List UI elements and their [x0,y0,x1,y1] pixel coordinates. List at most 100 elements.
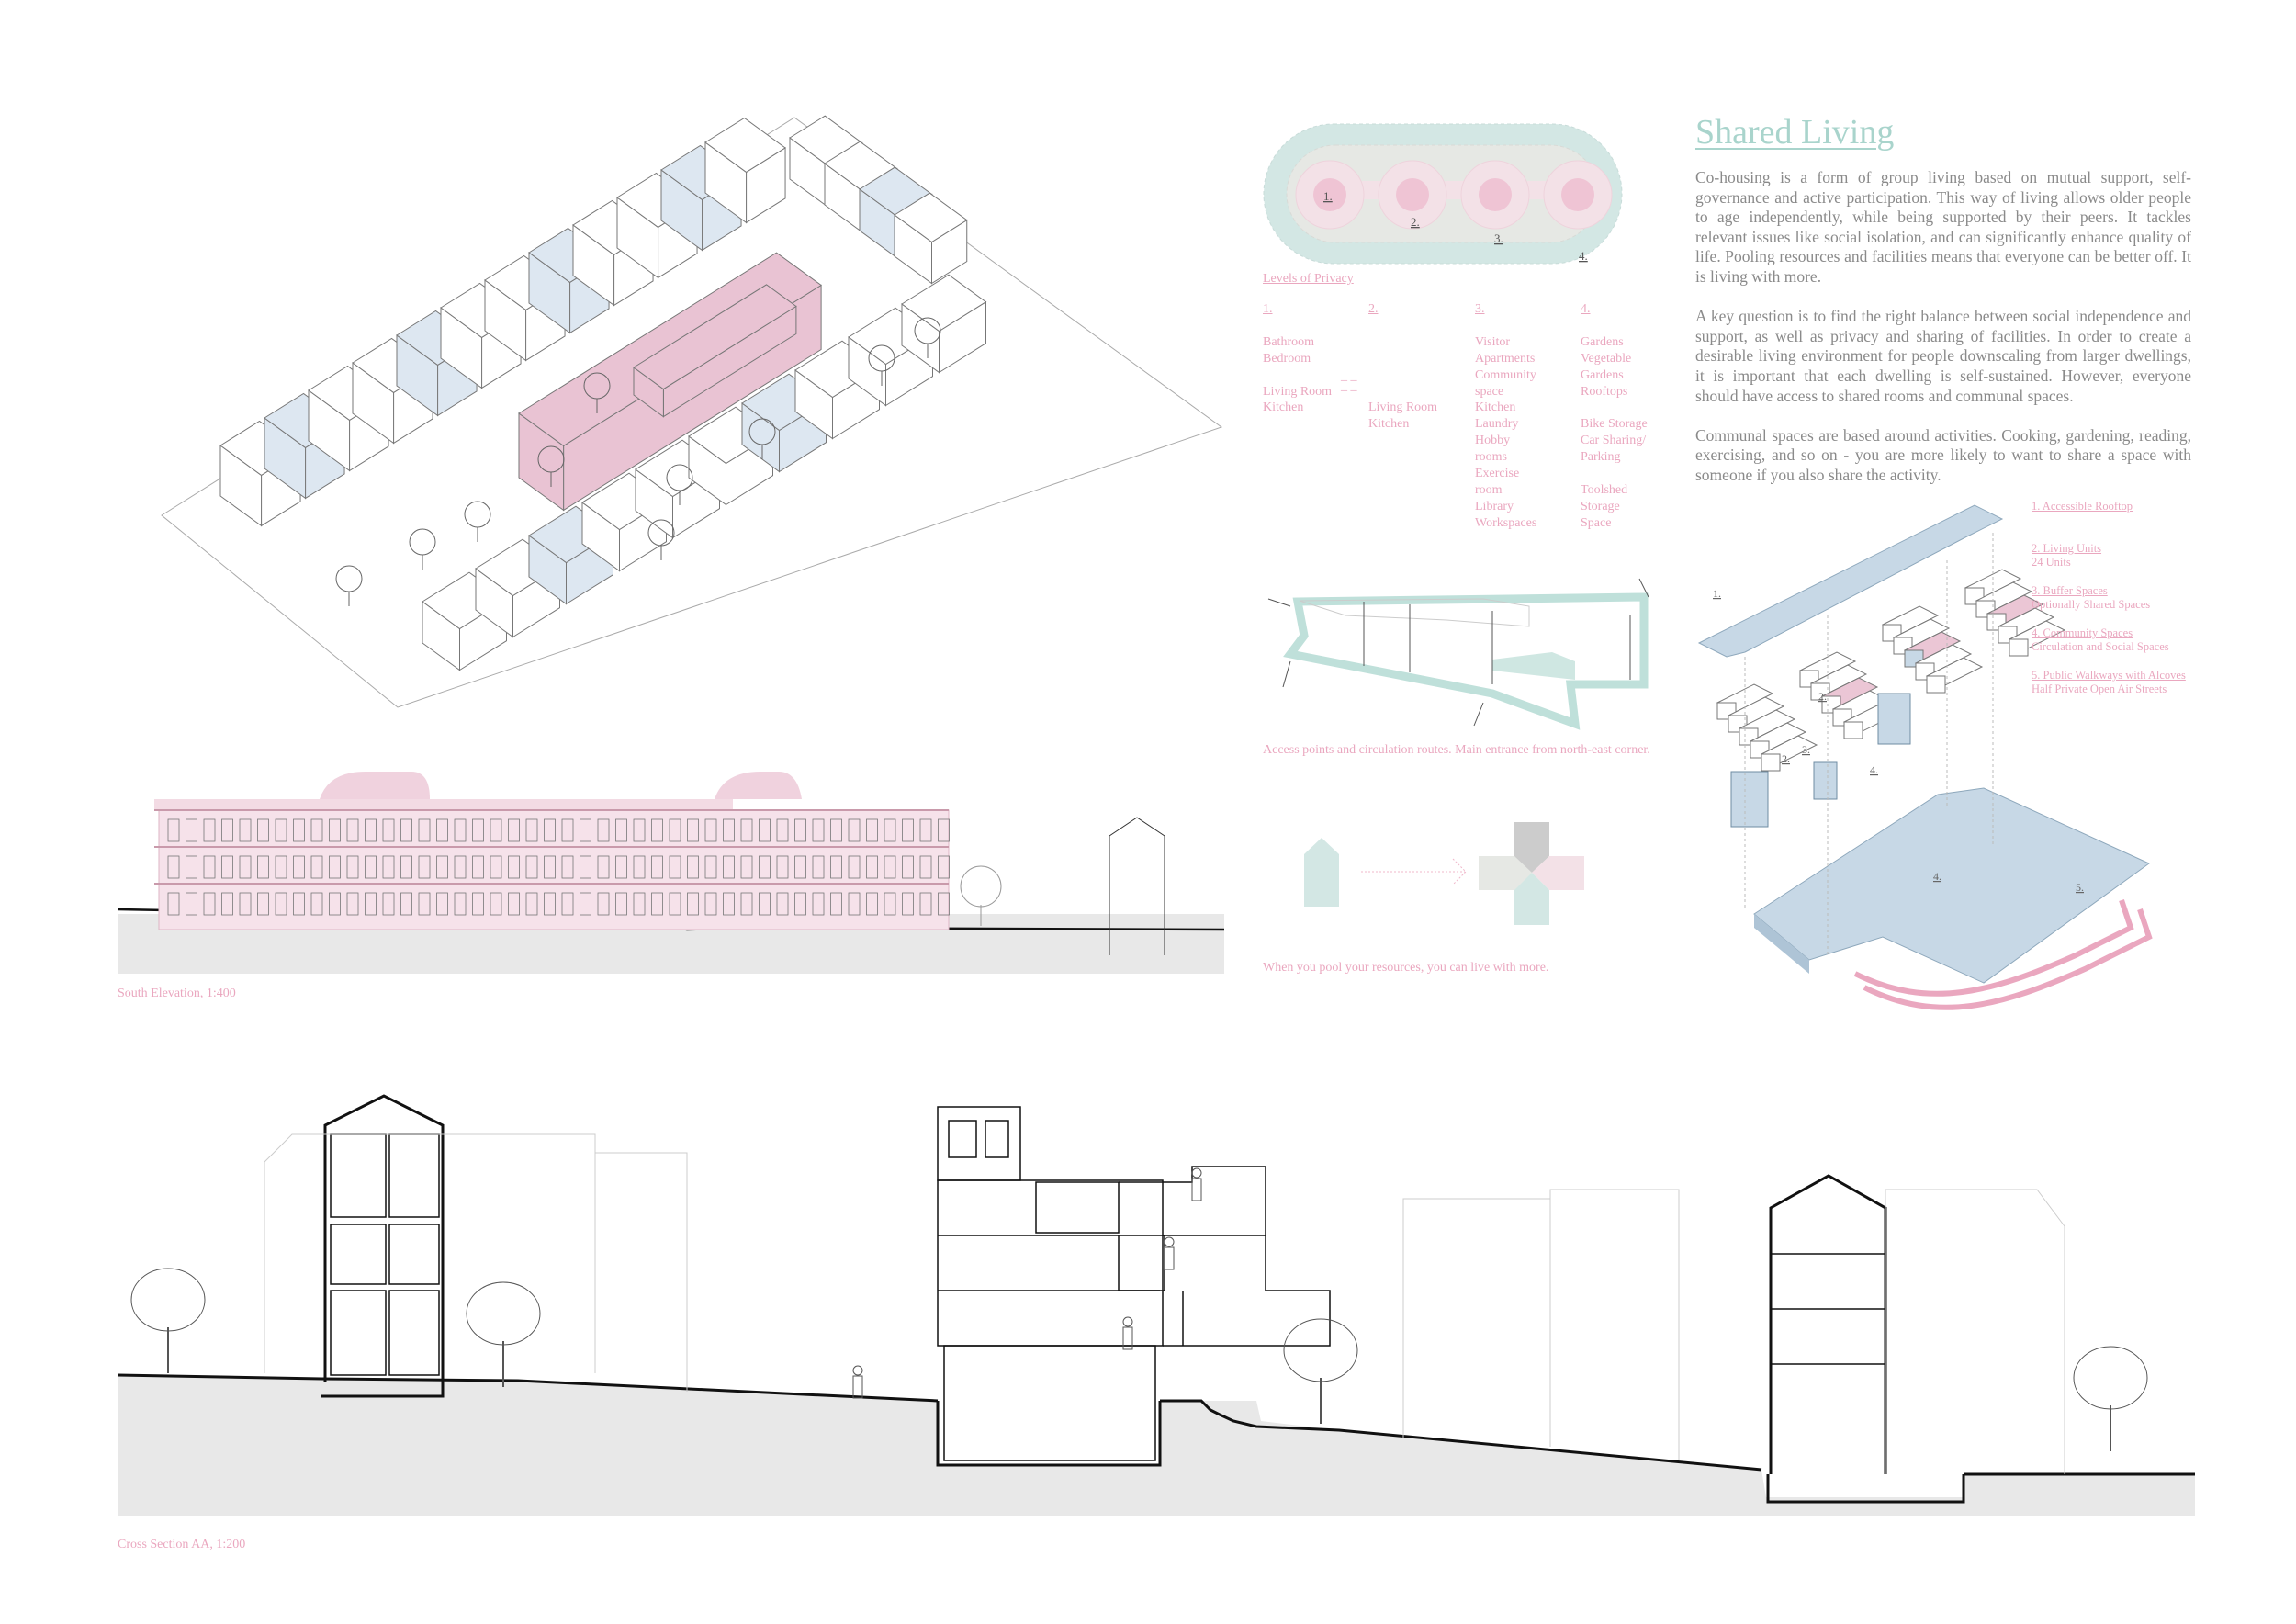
window [346,855,359,879]
window [508,855,520,879]
window [400,892,412,916]
axo-marker: 5. [2076,881,2084,894]
window [615,818,627,842]
legend-title: 5. Public Walkways with Alcoves [2032,669,2186,682]
window [544,818,556,842]
window [329,892,341,916]
window [239,818,252,842]
community-layer [1753,787,2150,984]
cross-section [117,1094,2195,1516]
window [525,892,538,916]
legend-title: 3. Buffer Spaces [2032,584,2108,597]
pooling-diagram [1304,822,1584,925]
window [167,892,180,916]
window [651,855,663,879]
person-icon [852,1365,863,1376]
window [848,892,861,916]
window [938,855,950,879]
window [436,892,448,916]
window [275,818,287,842]
window [704,892,717,916]
legend-subtitle: Half Private Open Air Streets [2032,682,2167,695]
exploded-axonometric: 1.2.3.2.4.4.5. [1697,504,2153,1010]
south-elevation [117,772,1225,974]
window [938,892,950,916]
window [704,855,717,879]
privacy-levels-diagram: 1. 2. 3. 4. [1263,123,1623,265]
privacy-item: Gardens [1581,334,1624,349]
window [382,892,395,916]
privacy-item: Space [1581,515,1612,530]
privacy-item: Bedroom [1263,351,1311,366]
privacy-core [1396,178,1429,211]
window [239,855,252,879]
single-house-icon [1304,838,1339,907]
window [454,892,467,916]
window [580,855,591,879]
window [669,818,681,842]
legend-entry: 1. Accessible Rooftop [2032,500,2186,513]
window [186,855,197,879]
window [669,855,681,879]
window [902,855,914,879]
tree-icon [130,1268,206,1332]
legend-title: 1. Accessible Rooftop [2032,500,2133,513]
window [418,892,431,916]
tree-icon [335,565,363,592]
axo-marker: 1. [1713,587,1721,600]
axo-marker: 2. [1782,752,1790,765]
window [275,892,287,916]
legend-subtitle: Circulation and Social Spaces [2032,640,2169,653]
access-caption: Access points and circulation routes. Ma… [1263,743,1650,757]
window [597,855,610,879]
privacy-item: Bathroom [1263,334,1314,349]
window [902,818,914,842]
window [759,818,771,842]
window [740,855,753,879]
privacy-item: Toolshed [1581,482,1628,497]
privacy-item: rooms [1475,450,1507,465]
person-icon [1122,1316,1133,1327]
privacy-label-1: 1. [1323,189,1333,203]
window [472,855,484,879]
privacy-core [1561,178,1594,211]
window [400,855,412,879]
window [239,892,252,916]
window [902,892,914,916]
window [525,818,538,842]
window [561,818,574,842]
window [687,855,699,879]
window [723,855,735,879]
window [794,892,806,916]
window [418,818,431,842]
privacy-item: Kitchen [1368,417,1410,432]
window [257,818,269,842]
window [382,818,395,842]
window [776,855,789,879]
privacy-item: Kitchen [1263,400,1304,415]
tree-icon [2073,1346,2148,1410]
privacy-item: Kitchen [1475,400,1516,415]
window [561,892,574,916]
link-dashes: _ __ _ [1341,369,1357,393]
privacy-item: Workspaces [1475,515,1537,530]
window [293,818,305,842]
privacy-item: Hobby [1475,434,1511,448]
window [830,818,842,842]
section-caption: Cross Section AA, 1:200 [118,1538,246,1551]
window [365,855,377,879]
window [776,892,789,916]
window [615,855,627,879]
window [203,855,216,879]
tree-icon [409,528,436,556]
window [167,855,180,879]
elevation-caption: South Elevation, 1:400 [118,987,236,1000]
window [687,892,699,916]
window [794,818,806,842]
